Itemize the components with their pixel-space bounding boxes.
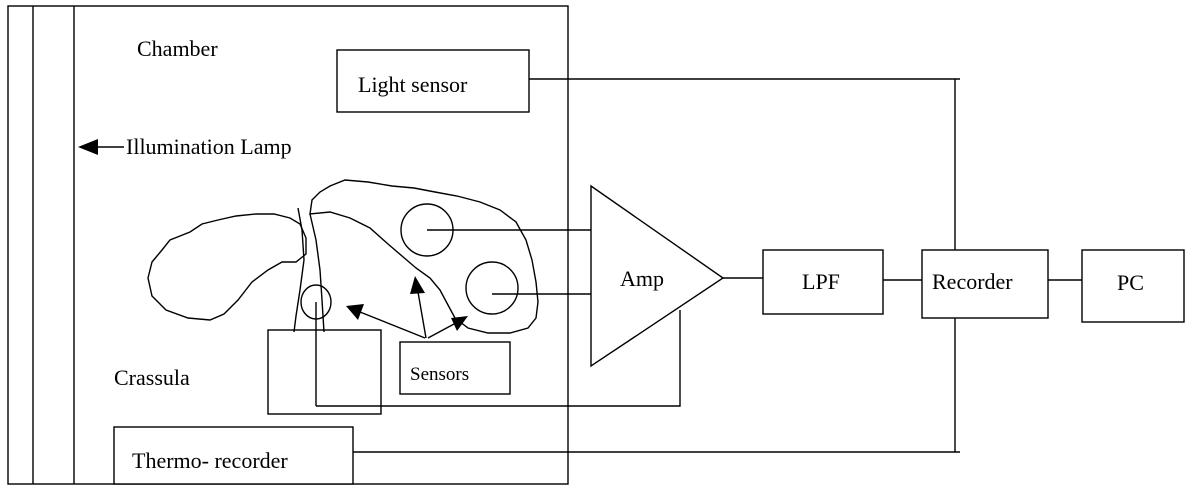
amp-label: Amp	[620, 266, 664, 291]
pc-box	[1081, 249, 1185, 323]
illumination-lamp-label: Illumination Lamp	[126, 134, 292, 159]
crassula-stem-left	[293, 207, 305, 333]
pc-label: PC	[1117, 270, 1144, 295]
sensor-arrows	[346, 276, 468, 339]
crassula-plant-outline	[309, 179, 539, 334]
light-sensor-label: Light sensor	[358, 72, 468, 97]
light-sensor-box	[336, 49, 530, 113]
amp-triangle	[590, 184, 725, 368]
recorder-box	[921, 249, 1049, 319]
electrode-lower-circle	[465, 261, 519, 315]
crassula-label: Crassula	[114, 365, 190, 390]
chamber-label: Chamber	[137, 36, 218, 61]
thermo-recorder-box	[113, 426, 354, 485]
recorder-label: Recorder	[932, 269, 1013, 294]
lpf-box	[762, 249, 884, 315]
lpf-label: LPF	[802, 269, 840, 294]
crassula-stem-right	[309, 213, 325, 333]
crassula-left-leaf	[147, 213, 307, 321]
sensors-box	[399, 341, 511, 395]
sensors-label: Sensors	[410, 364, 469, 385]
illumination-lamp-arrow	[78, 139, 124, 155]
wiring	[316, 78, 1082, 453]
thermo-recorder-label: Thermo- recorder	[132, 448, 288, 473]
reference-electrode-box	[267, 329, 382, 415]
